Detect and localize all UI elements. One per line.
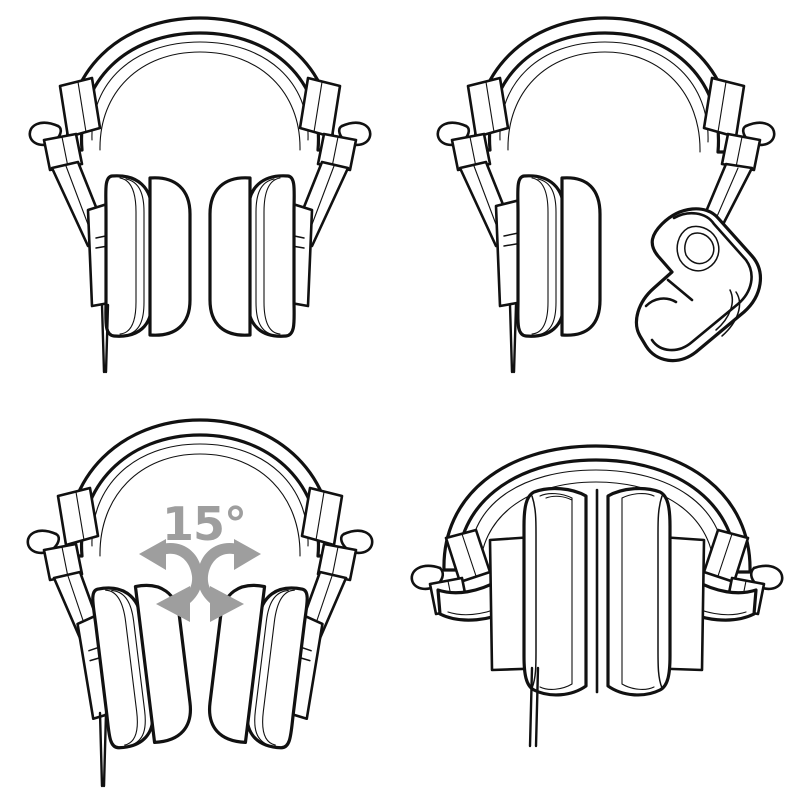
rotation-arrow-left-icon [139, 539, 203, 622]
headphones-front-normal [28, 16, 372, 374]
angle-label: 15° [162, 497, 246, 551]
rotation-arrow-right-icon [197, 539, 261, 622]
panel-earcup-swivel-15: 15° [0, 400, 400, 800]
headphones-earcup-rotated-90 [436, 16, 776, 374]
rotated-earcup [634, 207, 762, 363]
panel-single-earcup-rotated [400, 0, 800, 400]
panel-front-view-normal [0, 0, 400, 400]
headphones-swivel-15: 15° [26, 418, 374, 788]
angle-annotation: 15° [162, 497, 247, 551]
panel-earcups-folded-flat [400, 400, 800, 800]
headphones-folded-flat [410, 444, 784, 748]
